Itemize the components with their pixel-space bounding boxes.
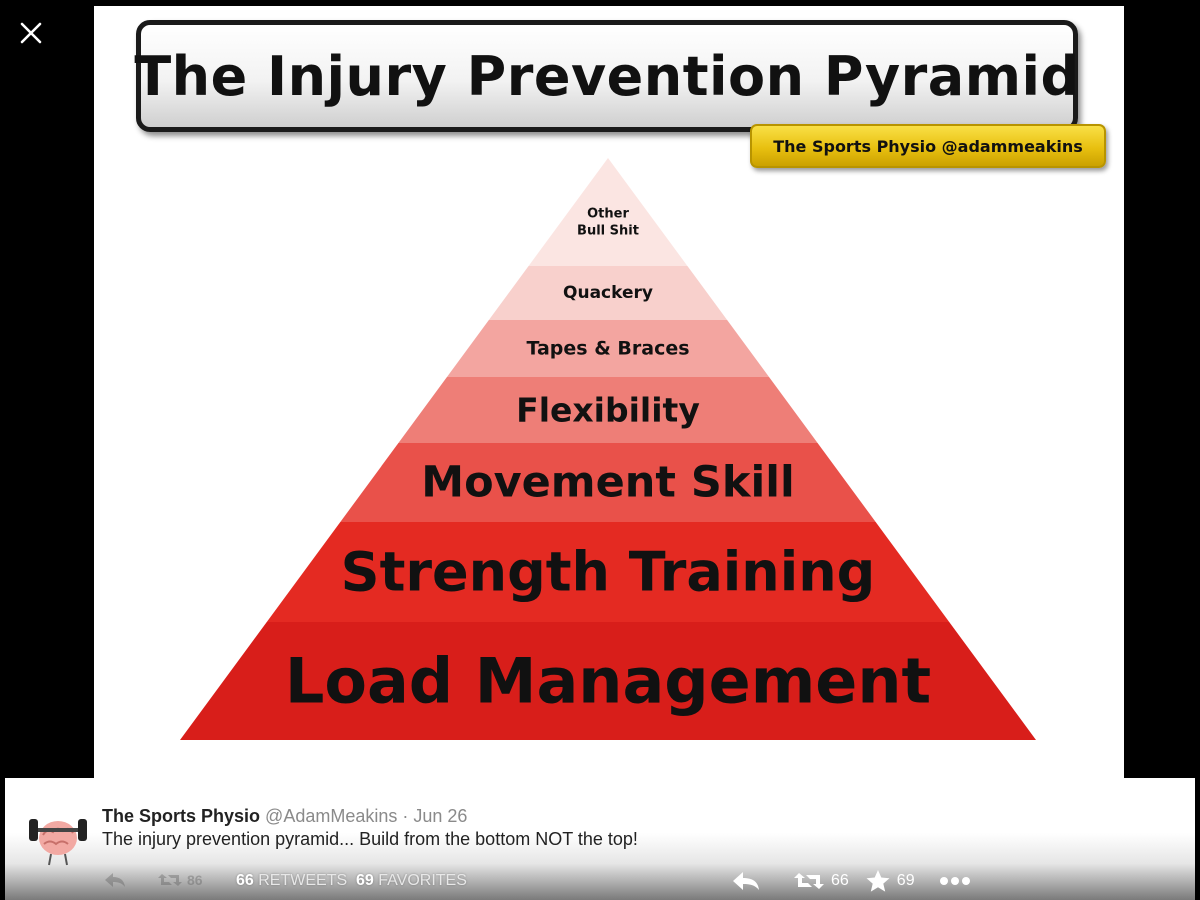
image-title-box: The Injury Prevention Pyramid (134, 20, 1080, 132)
tweet-date[interactable]: Jun 26 (413, 806, 468, 826)
pyramid-label-1: Bull Shit (577, 224, 639, 239)
ghost-retweet: 86 (157, 870, 203, 890)
media-image: The Injury Prevention Pyramid The Sports… (94, 6, 1124, 778)
pyramid-band-5 (340, 443, 876, 522)
ghost-action-row: 86 (103, 868, 203, 892)
reply-icon (733, 872, 759, 890)
more-button[interactable] (939, 876, 971, 886)
reply-button[interactable] (731, 869, 761, 893)
avatar[interactable] (27, 802, 89, 868)
pyramid-label-2: Quackery (563, 283, 653, 303)
tweet-bar: The Sports Physio @AdamMeakins · Jun 26 … (5, 778, 1195, 900)
favorites-label[interactable]: FAVORITES (378, 872, 467, 889)
favorite-count: 69 (896, 872, 915, 889)
pyramid-label-7: Load Management (285, 645, 931, 718)
pyramid-band-4 (398, 377, 818, 443)
tweet-actions: 66 69 (731, 868, 971, 894)
close-button[interactable] (14, 16, 48, 50)
tweet-separator: · (397, 806, 414, 826)
retweets-count: 66 (236, 872, 254, 889)
image-title: The Injury Prevention Pyramid (134, 44, 1080, 108)
pyramid-band-1 (528, 158, 688, 266)
favorites-count: 69 (356, 872, 374, 889)
retweet-icon (794, 873, 824, 889)
pyramid-label-5: Movement Skill (421, 458, 794, 508)
tweet-text: The injury prevention pyramid... Build f… (102, 829, 638, 849)
image-credit: The Sports Physio @adammeakins (773, 136, 1083, 156)
favorite-button[interactable]: 69 (865, 869, 915, 893)
retweet-button[interactable]: 66 (793, 869, 849, 893)
pyramid-band-3 (446, 320, 770, 377)
reply-icon (105, 873, 125, 887)
pyramid-label-1: Other (587, 207, 629, 222)
pyramid-label-6: Strength Training (341, 541, 876, 604)
pyramid-band-7 (180, 622, 1036, 740)
pyramid-label-4: Flexibility (516, 391, 700, 430)
pyramid-band-6 (266, 522, 950, 622)
ghost-retweet-count: 86 (187, 872, 203, 888)
pyramid-band-2 (488, 266, 728, 320)
author-handle[interactable]: @AdamMeakins (265, 806, 398, 826)
retweet-icon (158, 874, 182, 886)
more-icon (939, 877, 970, 885)
pyramid-label-3: Tapes & Braces (526, 338, 689, 360)
tweet-stats: 66 RETWEETS 69 FAVORITES (236, 872, 467, 890)
author-name[interactable]: The Sports Physio (102, 806, 261, 826)
image-credit-badge: The Sports Physio @adammeakins (750, 124, 1106, 168)
close-icon (20, 22, 42, 44)
retweet-count: 66 (831, 872, 849, 889)
retweets-label[interactable]: RETWEETS (258, 872, 348, 889)
tweet-header: The Sports Physio @AdamMeakins · Jun 26 (102, 806, 467, 827)
star-icon (866, 870, 890, 892)
